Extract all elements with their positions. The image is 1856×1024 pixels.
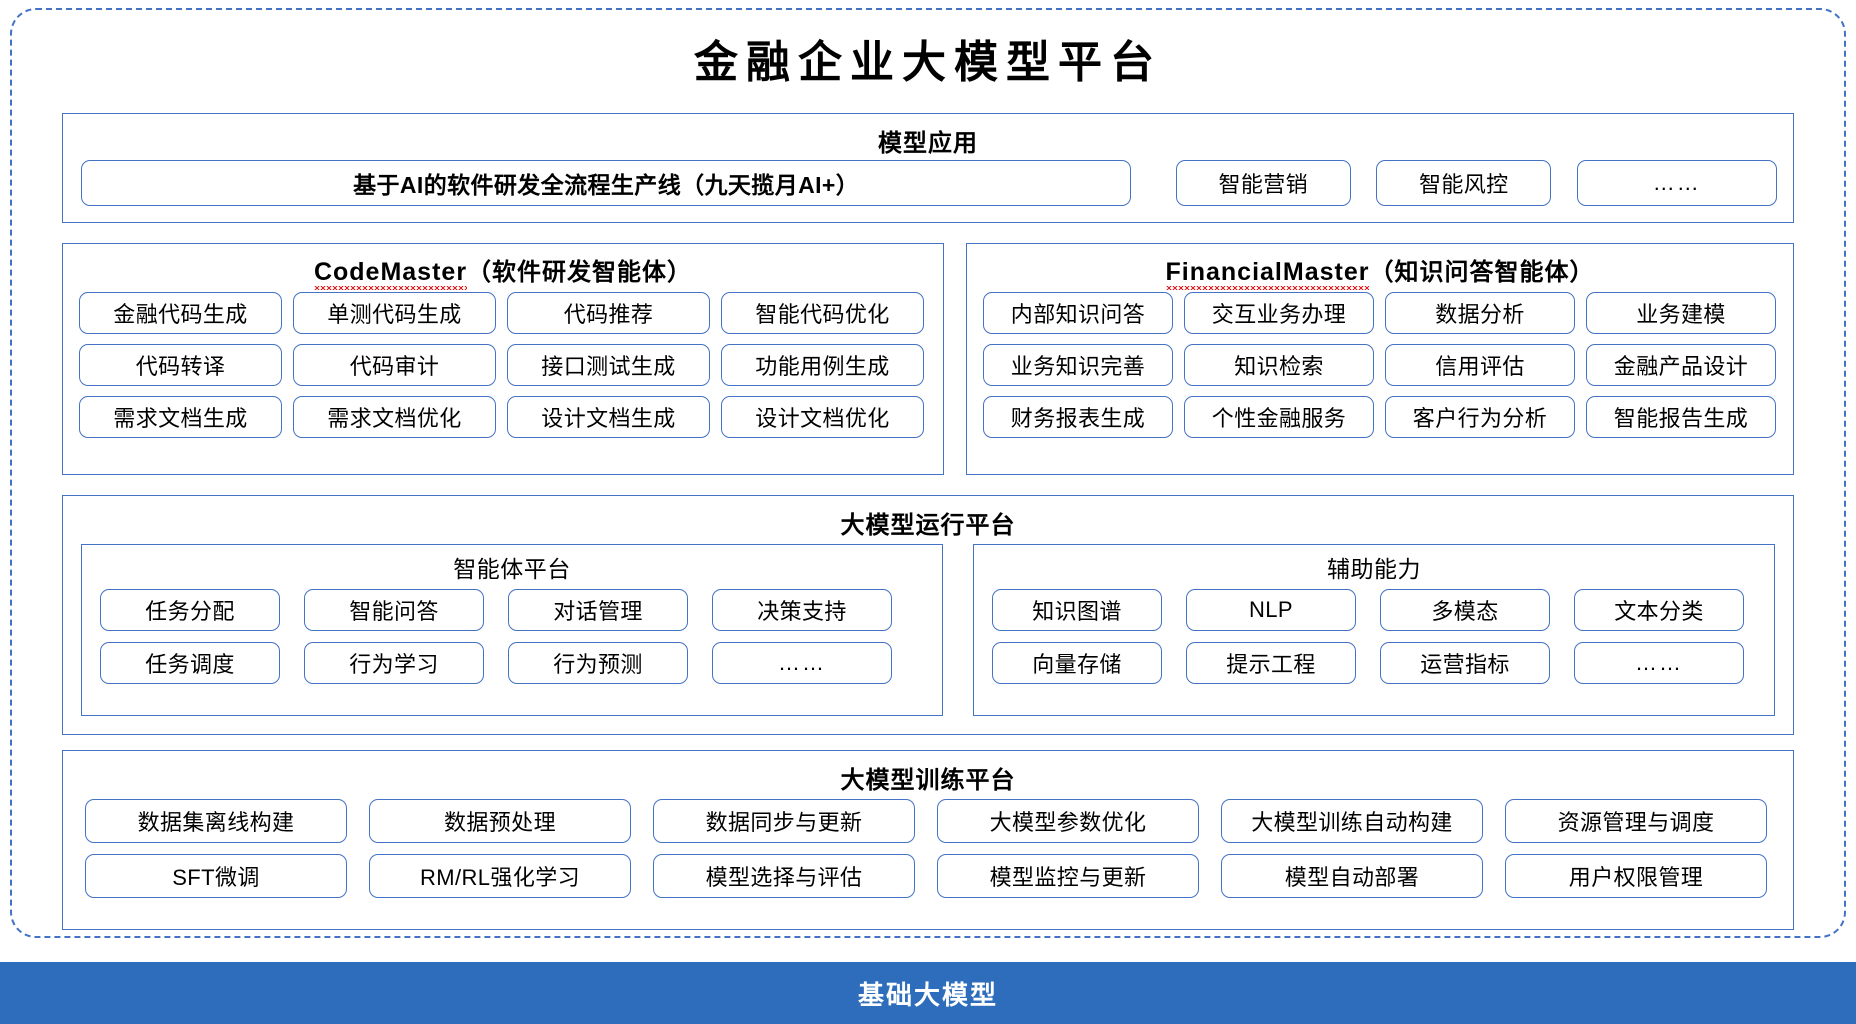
panel-runtime-platform: 大模型运行平台 智能体平台 任务分配 智能问答 对话管理 决策支持 任务调度 行…	[62, 495, 1794, 735]
financial-item[interactable]: 知识检索	[1184, 344, 1374, 386]
grid-row: 数据集离线构建 数据预处理 数据同步与更新 大模型参数优化 大模型训练自动构建 …	[85, 799, 1767, 843]
grid-row: SFT微调 RM/RL强化学习 模型选择与评估 模型监控与更新 模型自动部署 用…	[85, 854, 1767, 898]
training-item[interactable]: 用户权限管理	[1505, 854, 1767, 898]
grid-row: 业务知识完善 知识检索 信用评估 金融产品设计	[983, 344, 1776, 386]
grid-row: 向量存储 提示工程 运营指标 ……	[992, 642, 1744, 684]
financial-item[interactable]: 智能报告生成	[1586, 396, 1776, 438]
training-item[interactable]: 数据集离线构建	[85, 799, 347, 843]
agent-platform-item[interactable]: 任务调度	[100, 642, 280, 684]
auxiliary-item[interactable]: NLP	[1186, 589, 1356, 631]
training-item[interactable]: 大模型训练自动构建	[1221, 799, 1483, 843]
panel-training-platform: 大模型训练平台 数据集离线构建 数据预处理 数据同步与更新 大模型参数优化 大模…	[62, 750, 1794, 930]
panel-financial-master: FinancialMaster（知识问答智能体） 内部知识问答 交互业务办理 数…	[966, 243, 1794, 475]
code-item[interactable]: 设计文档优化	[721, 396, 924, 438]
app-item-ai-sdlc-pipeline[interactable]: 基于AI的软件研发全流程生产线（九天揽月AI+）	[81, 160, 1132, 206]
financial-item[interactable]: 业务建模	[1586, 292, 1776, 334]
financial-item[interactable]: 业务知识完善	[983, 344, 1173, 386]
training-item[interactable]: 模型自动部署	[1221, 854, 1483, 898]
spacer	[1351, 160, 1376, 206]
auxiliary-item[interactable]: 知识图谱	[992, 589, 1162, 631]
app-item-smart-risk-control[interactable]: 智能风控	[1376, 160, 1552, 206]
training-item[interactable]: 大模型参数优化	[937, 799, 1199, 843]
subpanel-agent-platform-title: 智能体平台	[453, 556, 571, 582]
financial-item[interactable]: 客户行为分析	[1385, 396, 1575, 438]
panel-code-master-title: CodeMaster（软件研发智能体）	[63, 252, 943, 290]
financial-master-name: FinancialMaster	[1165, 258, 1370, 290]
base-model-label: 基础大模型	[857, 979, 998, 1010]
app-item-smart-marketing[interactable]: 智能营销	[1175, 160, 1351, 206]
code-item[interactable]: 代码转译	[79, 344, 282, 386]
training-item[interactable]: 模型选择与评估	[653, 854, 915, 898]
agent-platform-item-more[interactable]: ……	[712, 642, 892, 684]
agent-platform-grid: 任务分配 智能问答 对话管理 决策支持 任务调度 行为学习 行为预测 ……	[100, 589, 892, 684]
app-item-more[interactable]: ……	[1576, 160, 1777, 206]
training-item[interactable]: 数据预处理	[369, 799, 631, 843]
code-item[interactable]: 接口测试生成	[507, 344, 710, 386]
training-item[interactable]: RM/RL强化学习	[369, 854, 631, 898]
auxiliary-item[interactable]: 提示工程	[1186, 642, 1356, 684]
grid-row: 需求文档生成 需求文档优化 设计文档生成 设计文档优化	[79, 396, 924, 438]
financial-item[interactable]: 财务报表生成	[983, 396, 1173, 438]
outer-dashed-frame	[10, 8, 1846, 938]
grid-row: 金融代码生成 单测代码生成 代码推荐 智能代码优化	[79, 292, 924, 334]
financial-item[interactable]: 交互业务办理	[1184, 292, 1374, 334]
auxiliary-item[interactable]: 多模态	[1380, 589, 1550, 631]
subpanel-auxiliary-capability: 辅助能力 知识图谱 NLP 多模态 文本分类 向量存储 提示工程 运营指标 ……	[973, 544, 1775, 716]
training-item[interactable]: 模型监控与更新	[937, 854, 1199, 898]
agent-platform-item[interactable]: 行为学习	[304, 642, 484, 684]
financial-item[interactable]: 金融产品设计	[1586, 344, 1776, 386]
auxiliary-item[interactable]: 运营指标	[1380, 642, 1550, 684]
code-item[interactable]: 代码推荐	[507, 292, 710, 334]
grid-row: 内部知识问答 交互业务办理 数据分析 业务建模	[983, 292, 1776, 334]
code-item[interactable]: 智能代码优化	[721, 292, 924, 334]
code-item[interactable]: 单测代码生成	[293, 292, 496, 334]
model-application-item-row: 基于AI的软件研发全流程生产线（九天揽月AI+） 智能营销 智能风控 ……	[81, 160, 1777, 206]
base-model-bar: 基础大模型	[0, 962, 1856, 1024]
code-item[interactable]: 功能用例生成	[721, 344, 924, 386]
agent-platform-item[interactable]: 对话管理	[508, 589, 688, 631]
financial-master-grid: 内部知识问答 交互业务办理 数据分析 业务建模 业务知识完善 知识检索 信用评估…	[983, 292, 1776, 438]
panel-model-application: 模型应用 基于AI的软件研发全流程生产线（九天揽月AI+） 智能营销 智能风控 …	[62, 113, 1794, 223]
agent-platform-item[interactable]: 任务分配	[100, 589, 280, 631]
panel-model-application-title: 模型应用	[878, 130, 978, 157]
training-platform-grid: 数据集离线构建 数据预处理 数据同步与更新 大模型参数优化 大模型训练自动构建 …	[85, 799, 1767, 898]
panel-runtime-platform-title: 大模型运行平台	[840, 512, 1016, 539]
agent-platform-item[interactable]: 智能问答	[304, 589, 484, 631]
code-master-name: CodeMaster	[313, 258, 468, 290]
code-item[interactable]: 金融代码生成	[79, 292, 282, 334]
grid-row: 知识图谱 NLP 多模态 文本分类	[992, 589, 1744, 631]
code-master-grid: 金融代码生成 单测代码生成 代码推荐 智能代码优化 代码转译 代码审计 接口测试…	[79, 292, 924, 438]
grid-row: 代码转译 代码审计 接口测试生成 功能用例生成	[79, 344, 924, 386]
code-item[interactable]: 设计文档生成	[507, 396, 710, 438]
grid-row: 任务分配 智能问答 对话管理 决策支持	[100, 589, 892, 631]
subpanel-auxiliary-capability-title: 辅助能力	[1327, 556, 1421, 582]
code-item[interactable]: 需求文档生成	[79, 396, 282, 438]
code-item[interactable]: 代码审计	[293, 344, 496, 386]
financial-item[interactable]: 信用评估	[1385, 344, 1575, 386]
auxiliary-capability-grid: 知识图谱 NLP 多模态 文本分类 向量存储 提示工程 运营指标 ……	[992, 589, 1744, 684]
panel-training-platform-title: 大模型训练平台	[840, 767, 1016, 794]
training-item[interactable]: 资源管理与调度	[1505, 799, 1767, 843]
spacer	[1551, 160, 1576, 206]
panel-code-master: CodeMaster（软件研发智能体） 金融代码生成 单测代码生成 代码推荐 智…	[62, 243, 944, 475]
spacer	[1131, 160, 1175, 206]
financial-item[interactable]: 数据分析	[1385, 292, 1575, 334]
auxiliary-item[interactable]: 文本分类	[1574, 589, 1744, 631]
training-item[interactable]: SFT微调	[85, 854, 347, 898]
grid-row: 任务调度 行为学习 行为预测 ……	[100, 642, 892, 684]
financial-item[interactable]: 个性金融服务	[1184, 396, 1374, 438]
training-item[interactable]: 数据同步与更新	[653, 799, 915, 843]
agent-platform-item[interactable]: 决策支持	[712, 589, 892, 631]
financial-item[interactable]: 内部知识问答	[983, 292, 1173, 334]
agent-platform-item[interactable]: 行为预测	[508, 642, 688, 684]
panel-financial-master-title: FinancialMaster（知识问答智能体）	[967, 252, 1793, 290]
auxiliary-item-more[interactable]: ……	[1574, 642, 1744, 684]
grid-row: 财务报表生成 个性金融服务 客户行为分析 智能报告生成	[983, 396, 1776, 438]
auxiliary-item[interactable]: 向量存储	[992, 642, 1162, 684]
subpanel-agent-platform: 智能体平台 任务分配 智能问答 对话管理 决策支持 任务调度 行为学习 行为预测…	[81, 544, 943, 716]
page-title: 金融企业大模型平台	[694, 38, 1162, 87]
financial-master-suffix: （知识问答智能体）	[1369, 259, 1595, 286]
code-item[interactable]: 需求文档优化	[293, 396, 496, 438]
code-master-suffix: （软件研发智能体）	[467, 259, 693, 286]
